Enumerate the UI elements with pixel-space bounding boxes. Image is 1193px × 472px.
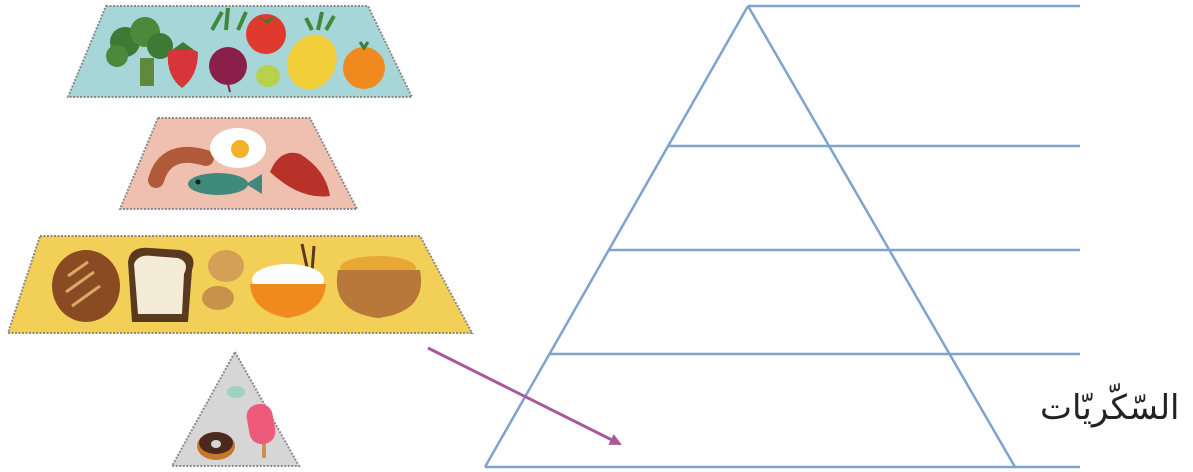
tray-proteins — [118, 117, 359, 210]
arrow — [427, 346, 622, 446]
tray-sweets — [170, 349, 301, 467]
broccoli-icon — [106, 17, 173, 86]
lime-icon — [256, 65, 280, 87]
tray-fruits-vegetables — [66, 5, 414, 98]
sausage-icon — [148, 146, 214, 188]
meat-icon — [270, 152, 330, 197]
tomato-icon — [246, 14, 286, 54]
pineapple-icon — [287, 11, 337, 90]
candy-icon — [227, 386, 245, 398]
empty-pyramid — [483, 4, 1080, 469]
ice-pop-icon — [246, 403, 276, 458]
potatoes-icon — [202, 250, 244, 310]
fried-egg-icon — [210, 128, 266, 168]
rice-bowl-icon — [250, 243, 326, 318]
strawberry-icon — [167, 42, 198, 88]
pyramid-right-edge — [746, 5, 1017, 468]
toast-icon — [128, 247, 194, 322]
donut-icon — [197, 432, 235, 460]
pot-icon — [336, 256, 422, 318]
bread-loaf-icon — [52, 250, 120, 322]
pyramid-left-edge — [483, 5, 750, 468]
fish-icon — [188, 173, 262, 195]
orange-icon — [343, 41, 385, 89]
label-sugars: السّكّريّات — [1040, 388, 1180, 428]
tray-grains — [6, 235, 474, 334]
beet-icon — [209, 7, 248, 93]
